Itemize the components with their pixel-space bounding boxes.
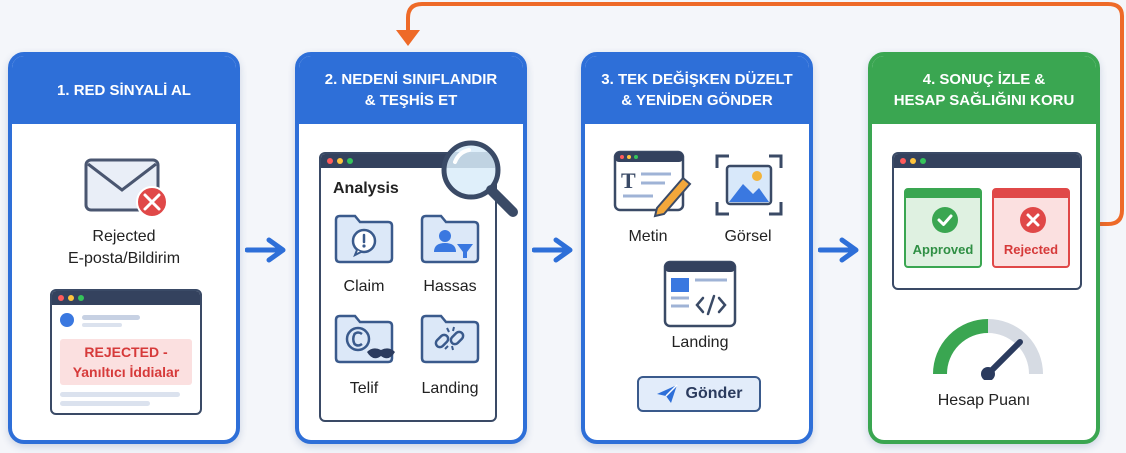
- copyright-folder-icon: [334, 314, 395, 364]
- step-title: 3. TEK DEĞİŞKEN DÜZELT & YENİDEN GÖNDER: [585, 56, 809, 124]
- rejected-mail-icon: [84, 158, 168, 218]
- rejected-label: Rejected: [1003, 242, 1059, 257]
- step-title: 4. SONUÇ İZLE & HESAP SAĞLIĞINI KORU: [872, 56, 1096, 124]
- step-card-1: 1. RED SİNYALİ AL Rejected E-posta/Bildi…: [8, 52, 240, 444]
- folder-label-claim: Claim: [343, 278, 385, 295]
- arrow-right-icon: [818, 237, 859, 263]
- landing-code-icon: [663, 260, 737, 328]
- notification-window: REJECTED - Yanıltıcı İddialar: [50, 289, 202, 415]
- folder-label-telif: Telif: [349, 380, 379, 397]
- status-window: Approved Rejected: [892, 152, 1082, 290]
- approved-card: Approved: [904, 188, 982, 268]
- avatar: [60, 313, 74, 327]
- step-title: 2. NEDENİ SINIFLANDIR & TEŞHİS ET: [299, 56, 523, 124]
- image-edit-icon: [715, 154, 783, 216]
- panel-title: Analysis: [333, 180, 399, 197]
- folder-label-hassas: Hassas: [423, 278, 477, 295]
- sensitive-folder-icon: [420, 214, 480, 264]
- rejected-card: Rejected: [992, 188, 1070, 268]
- paper-plane-icon: [656, 384, 678, 403]
- arrow-right-icon: [245, 237, 286, 263]
- mail-label: Rejected E-posta/Bildirim: [67, 228, 181, 267]
- broken-link-folder-icon: [420, 314, 480, 364]
- item-label-landing: Landing: [671, 334, 729, 351]
- gauge-icon: [933, 319, 1043, 380]
- step-card-2: 2. NEDENİ SINIFLANDIR & TEŞHİS ET Analys…: [295, 52, 527, 444]
- send-button-label: Gönder: [685, 385, 743, 402]
- x-circle-icon: [1020, 207, 1046, 233]
- gauge-label: Hesap Puanı: [937, 392, 1031, 409]
- arrow-right-icon: [532, 237, 573, 263]
- step-card-3: 3. TEK DEĞİŞKEN DÜZELT & YENİDEN GÖNDER …: [581, 52, 813, 444]
- step-card-4: 4. SONUÇ İZLE & HESAP SAĞLIĞINI KORU App…: [868, 52, 1100, 444]
- step-title: 1. RED SİNYALİ AL: [12, 56, 236, 124]
- magnifier-icon: [441, 140, 518, 217]
- approved-label: Approved: [912, 242, 974, 257]
- item-label-gorsel: Görsel: [724, 228, 772, 245]
- text-edit-icon: T: [613, 150, 692, 218]
- folder-label-landing: Landing: [421, 380, 479, 397]
- rejected-badge: REJECTED - Yanıltıcı İddialar: [60, 339, 192, 385]
- check-circle-icon: [932, 207, 958, 233]
- svg-text:T: T: [621, 168, 636, 193]
- item-label-metin: Metin: [628, 228, 668, 245]
- claim-folder-icon: [334, 214, 394, 264]
- send-button[interactable]: Gönder: [637, 376, 761, 412]
